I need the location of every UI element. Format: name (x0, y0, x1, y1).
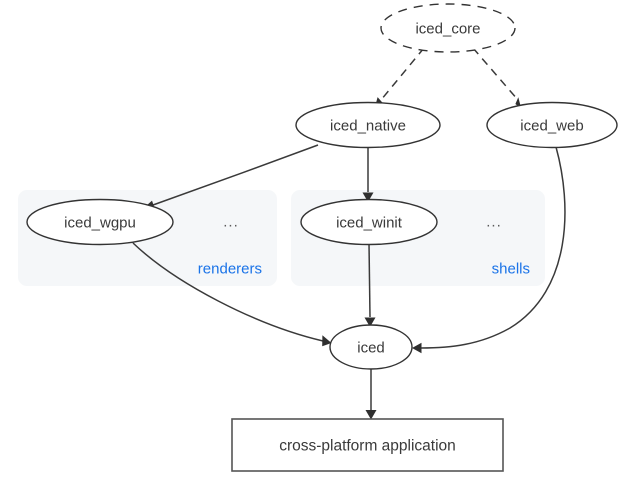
node-label: iced_winit (336, 215, 403, 232)
node-shape[interactable] (380, 3, 516, 53)
node-shape[interactable] (300, 198, 438, 246)
node-label: iced_wgpu (64, 215, 136, 232)
cluster-shells-label: shells (492, 261, 530, 278)
edge-line (472, 47, 519, 101)
node-shape[interactable] (295, 101, 441, 149)
arrow-head (362, 192, 374, 202)
node-iced-native[interactable]: iced_native (295, 101, 441, 149)
edge-line (152, 144, 319, 206)
edge-line (132, 242, 324, 342)
node-shape[interactable] (26, 198, 174, 246)
edge-iced-core-to-iced-native (374, 47, 425, 109)
cluster-renderers-ellipsis: ... (223, 214, 239, 231)
node-iced[interactable]: iced (329, 324, 413, 370)
edge-iced-core-to-iced-web (472, 47, 522, 109)
arrow-head (364, 317, 376, 327)
node-label: iced_native (330, 118, 406, 135)
node-label: iced (357, 340, 385, 357)
cluster-shells-ellipsis: ... (486, 214, 502, 231)
edge-line (380, 47, 425, 101)
node-shape[interactable] (329, 324, 413, 370)
arrow-head (322, 335, 332, 347)
node-label: cross-platform application (279, 438, 456, 455)
node-iced-web[interactable]: iced_web (486, 101, 618, 149)
edge-iced-web-to-iced (412, 146, 566, 354)
node-shape[interactable] (231, 418, 504, 472)
node-label: iced_core (415, 21, 480, 38)
edge-iced-winit-to-iced (364, 242, 376, 327)
node-iced-wgpu[interactable]: iced_wgpu (26, 198, 174, 246)
arrow-head (412, 342, 422, 354)
edge-iced-wgpu-to-iced (132, 242, 332, 347)
node-iced-winit[interactable]: iced_winit (300, 198, 438, 246)
edge-line (420, 146, 566, 349)
node-iced-core[interactable]: iced_core (380, 3, 516, 53)
cluster-renderers-label: renderers (198, 261, 262, 278)
node-shape[interactable] (486, 101, 618, 149)
node-label: iced_web (520, 118, 583, 135)
arrow-head (365, 410, 377, 420)
edge-iced-native-to-iced-winit (362, 147, 374, 202)
edge-iced-to-application (365, 368, 377, 420)
edge-line (368, 242, 371, 318)
node-application[interactable]: cross-platform application (231, 418, 504, 472)
